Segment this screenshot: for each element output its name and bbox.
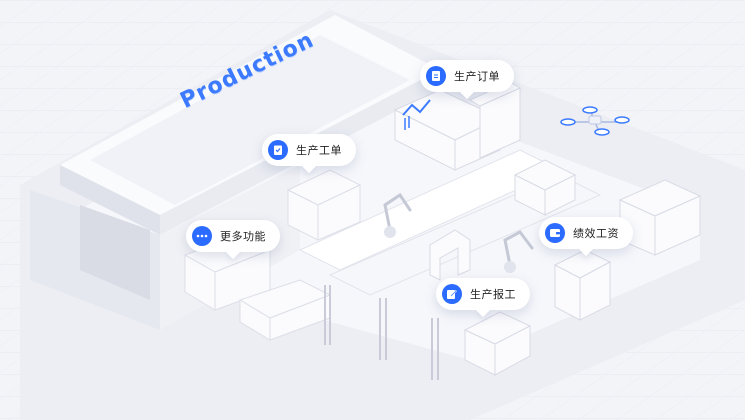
more-dots-icon [192, 226, 212, 246]
performance-wage-button[interactable]: 绩效工资 [539, 217, 633, 249]
document-icon [426, 66, 446, 86]
production-report-label: 生产报工 [470, 288, 516, 301]
production-ticket-button[interactable]: 生产工单 [262, 134, 356, 166]
performance-wage-label: 绩效工资 [573, 227, 619, 240]
report-edit-icon [442, 284, 462, 304]
wallet-icon [545, 223, 565, 243]
clipboard-icon [268, 140, 288, 160]
production-ticket-label: 生产工单 [296, 144, 342, 157]
production-report-button[interactable]: 生产报工 [436, 278, 530, 310]
more-features-label: 更多功能 [220, 230, 266, 243]
more-features-button[interactable]: 更多功能 [186, 220, 280, 252]
production-order-label: 生产订单 [454, 70, 500, 83]
production-order-button[interactable]: 生产订单 [420, 60, 514, 92]
